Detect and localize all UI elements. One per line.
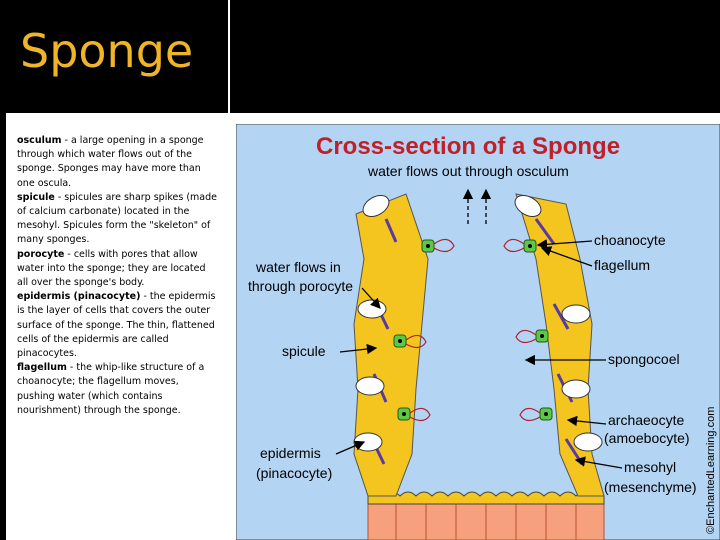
definition-flagellum-text: - the whip-like structure of a choanocyt… bbox=[17, 362, 205, 416]
base-cells bbox=[367, 491, 605, 540]
definition-porocyte-text: - cells with pores that allow water into… bbox=[17, 248, 206, 289]
label-flagellum: flagellum bbox=[594, 257, 650, 273]
definition-osculum: osculum - a large opening in a sponge th… bbox=[17, 135, 204, 189]
term-epidermis: epidermis (pinacocyte) bbox=[17, 291, 141, 303]
slide-title: Sponge bbox=[20, 24, 194, 78]
diagram-title: Cross-section of a Sponge bbox=[316, 133, 620, 160]
definition-spicule: spicule - spicules are sharp spikes (mad… bbox=[17, 192, 217, 246]
osculum-flow-arrows bbox=[462, 188, 492, 224]
label-archaeocyte-2: (amoebocyte) bbox=[604, 430, 690, 446]
definition-epidermis: epidermis (pinacocyte) - the epidermis i… bbox=[17, 291, 216, 359]
flagella bbox=[405, 238, 541, 422]
label-porocyte-flow-1: water flows in bbox=[255, 259, 341, 275]
sponge-diagram: Cross-section of a Sponge water flows ou… bbox=[236, 124, 720, 540]
left-rule bbox=[0, 113, 6, 540]
label-epidermis-2: (pinacocyte) bbox=[256, 465, 332, 481]
pointer-arrows bbox=[335, 239, 623, 469]
label-choanocyte: choanocyte bbox=[594, 232, 666, 248]
title-band: Sponge bbox=[0, 0, 720, 113]
label-mesohyl-1: mesohyl bbox=[624, 459, 676, 475]
term-porocyte: porocyte bbox=[17, 248, 65, 260]
definition-flagellum: flagellum - the whip-like structure of a… bbox=[17, 362, 204, 416]
label-osculum-flow: water flows out through osculum bbox=[367, 163, 569, 179]
label-porocyte-flow-2: through porocyte bbox=[248, 278, 353, 294]
label-spicule: spicule bbox=[282, 343, 326, 359]
definition-osculum-text: - a large opening in a sponge through wh… bbox=[17, 135, 204, 189]
label-spongocoel: spongocoel bbox=[608, 351, 680, 367]
right-body-wall bbox=[514, 193, 605, 497]
definition-porocyte: porocyte - cells with pores that allow w… bbox=[17, 249, 206, 288]
term-spicule: spicule bbox=[17, 191, 55, 203]
term-osculum: osculum bbox=[17, 135, 62, 146]
label-epidermis-1: epidermis bbox=[260, 445, 321, 461]
left-body-wall bbox=[353, 193, 429, 497]
definition-epidermis-text: - the epidermis is the layer of cells th… bbox=[17, 291, 216, 360]
definition-spicule-text: - spicules are sharp spikes (made of cal… bbox=[17, 191, 217, 246]
definitions-text: osculum - a large opening in a sponge th… bbox=[17, 134, 217, 418]
label-archaeocyte-1: archaeocyte bbox=[608, 412, 684, 428]
label-mesohyl-2: (mesenchyme) bbox=[604, 479, 697, 495]
choanocyte-cells bbox=[393, 239, 553, 421]
copyright-watermark: ©EnchantedLearning.com bbox=[705, 407, 717, 534]
diagram-background bbox=[236, 124, 720, 540]
term-flagellum: flagellum bbox=[17, 362, 67, 374]
title-divider bbox=[228, 0, 230, 113]
